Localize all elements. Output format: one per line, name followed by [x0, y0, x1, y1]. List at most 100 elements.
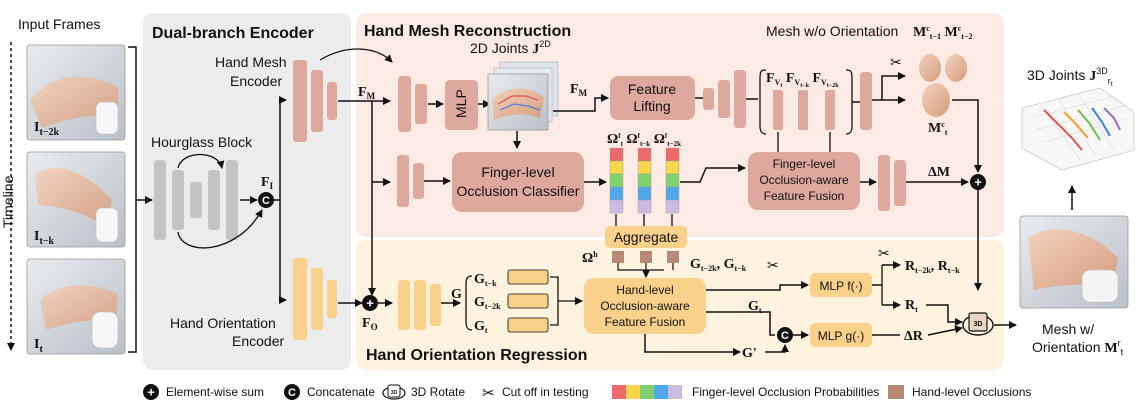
- delta-m-label: ΔM: [928, 165, 950, 180]
- mesh-encoder-label-1: Hand Mesh: [215, 54, 287, 70]
- classifier-label-2: Occlusion Classifier: [457, 183, 580, 199]
- frame-1: It−2k: [26, 44, 126, 141]
- legend-palette-swatch: [612, 385, 626, 399]
- fv-out-block: [860, 72, 872, 130]
- omega-cell: [637, 186, 652, 201]
- svg-text:+: +: [366, 296, 374, 311]
- lifting-out-block: [703, 70, 746, 128]
- svg-text:+: +: [974, 175, 982, 190]
- mesh-output-image: [1019, 215, 1129, 309]
- legend-hand-occ: Hand-level Occlusions: [912, 385, 1031, 399]
- hand-mesh-small: [919, 54, 967, 82]
- mlp-f-box[interactable]: [810, 273, 872, 297]
- omega-cell: [637, 199, 652, 214]
- mesh-title: Hand Mesh Reconstruction: [364, 23, 571, 40]
- svg-text:3D: 3D: [974, 321, 983, 328]
- fv-blocks: [773, 90, 835, 130]
- omega-cell: [637, 147, 652, 162]
- concat-node-orient: [777, 327, 793, 343]
- omega-cell: [665, 147, 680, 162]
- svg-text:✂: ✂: [878, 245, 890, 261]
- aggregate-box[interactable]: [605, 226, 687, 248]
- svg-text:C: C: [262, 195, 270, 207]
- svg-text:C: C: [781, 330, 789, 342]
- legend: + Element-wise sum C Concatenate 3D 3D R…: [143, 384, 1031, 402]
- omega-cell: [665, 199, 680, 214]
- legend-palette-swatch: [626, 385, 640, 399]
- mesh-encoder-curve: [319, 48, 393, 63]
- aggregate-label: Aggregate: [614, 229, 679, 245]
- finger-fusion-label-1: Finger-level: [773, 157, 836, 171]
- legend-sum: Element-wise sum: [166, 385, 264, 399]
- mlp-f-label: MLP f(·): [819, 279, 862, 293]
- skip-arrow-bottom: [177, 209, 263, 249]
- legend-concat-icon: [284, 384, 300, 400]
- mlp-g-box[interactable]: [810, 323, 872, 347]
- legend-palette-swatch: [640, 385, 654, 399]
- g-label: G: [451, 287, 462, 302]
- omega-cell: [609, 147, 624, 162]
- legend-palette-swatch: [654, 385, 668, 399]
- rt-label: Rt: [905, 298, 918, 314]
- omega-h-cells: [612, 251, 679, 263]
- hourglass-block: [154, 160, 238, 240]
- finger-fusion-out: [878, 155, 906, 211]
- mesh-orient-label-2: Orientation Mrt: [1032, 338, 1124, 357]
- legend-cut-icon: ✂: [482, 385, 495, 402]
- mlp-box: [445, 80, 478, 130]
- omega-f-columns: [609, 147, 680, 214]
- sum-node-fo: [362, 295, 378, 311]
- svg-text:C: C: [288, 387, 296, 399]
- mesh-wo-label: Mesh w/o Orientation: [766, 23, 898, 39]
- frame-3: It: [26, 258, 126, 355]
- legend-sum-icon: [143, 384, 159, 400]
- occlusion-classifier-box[interactable]: [452, 152, 584, 212]
- feature-lifting-label-1: Feature: [628, 81, 676, 97]
- orient-encoder-label-2: Encoder: [232, 333, 284, 349]
- svg-text:✂: ✂: [890, 54, 902, 70]
- finger-fusion-label-3: Feature Fusion: [764, 189, 845, 203]
- feature-lifting-box[interactable]: [610, 76, 695, 120]
- g-prime-label: G': [742, 346, 757, 361]
- g-bars: [507, 269, 549, 333]
- omega-cell: [637, 160, 652, 175]
- omega-cell: [609, 160, 624, 175]
- feature-lifting-label-2: Lifting: [633, 98, 670, 114]
- finger-fusion-box[interactable]: [748, 152, 860, 210]
- orientation-title: Hand Orientation Regression: [366, 347, 587, 364]
- timeline-label: Timeline: [0, 175, 16, 228]
- legend-palette-swatch: [668, 385, 682, 399]
- legend-concat: Concatenate: [307, 385, 375, 399]
- joints-3d-plot: [1021, 87, 1135, 171]
- mesh-encoder-block: [293, 60, 337, 142]
- omega-f-labels: Ωft Ωft−k Ωft−2k: [607, 132, 681, 148]
- sum-node-mesh: [970, 174, 986, 190]
- legend-finger-prob: Finger-level Occlusion Probabilities: [692, 385, 879, 399]
- rotate-node: 3D: [962, 312, 994, 336]
- omega-cell: [609, 199, 624, 214]
- hand-fusion-box[interactable]: [584, 278, 706, 334]
- joints-3d-label: 3D Joints J3Drt: [1027, 66, 1113, 88]
- mesh-decoder-block: [398, 76, 427, 132]
- legend-finger-palette: [612, 385, 682, 399]
- mlp-label: MLP: [453, 89, 469, 118]
- omega-cell: [665, 173, 680, 188]
- svg-text:+: +: [147, 385, 155, 400]
- hand-fusion-label-2: Occlusion-aware: [600, 299, 690, 313]
- mlp-g-label: MLP g(·): [818, 329, 864, 343]
- legend-rotate-icon: 3D: [382, 384, 406, 400]
- omega-cell: [609, 173, 624, 188]
- mesh-encoder-label-2: Encoder: [230, 73, 282, 89]
- finger-fusion-label-2: Occlusion-aware: [759, 173, 849, 187]
- frame-2: It−k: [26, 151, 126, 248]
- delta-r-label: ΔR: [904, 329, 924, 344]
- hand-mesh-ct: [922, 83, 950, 117]
- skip-arrow-top: [177, 154, 225, 169]
- classifier-label-1: Finger-level: [481, 164, 554, 180]
- to-mesh-encoder: [274, 96, 287, 201]
- legend-rotate: 3D Rotate: [411, 385, 465, 399]
- input-frames-title: Input Frames: [18, 16, 100, 32]
- hand-fusion-label-1: Hand-level: [616, 283, 673, 297]
